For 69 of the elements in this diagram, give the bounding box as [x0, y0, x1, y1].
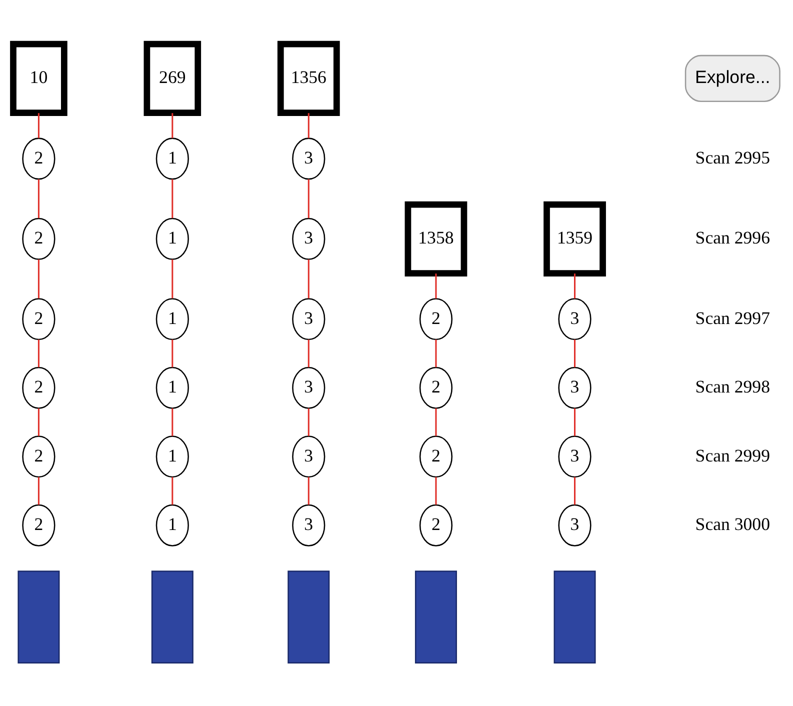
connector	[308, 476, 310, 504]
node-ellipse: 3	[558, 366, 592, 408]
node-ellipse: 2	[419, 504, 453, 546]
connector	[38, 112, 40, 138]
node-ellipse: 3	[292, 298, 326, 340]
node-bar	[414, 570, 457, 664]
label: Scan 3000	[695, 514, 770, 534]
node-ellipse: 1	[156, 435, 189, 478]
node-bar	[18, 570, 60, 664]
node-ellipse: 2	[419, 298, 453, 340]
node-ellipse: 3	[558, 504, 592, 546]
connector	[435, 339, 437, 367]
label: Scan 2998	[695, 376, 770, 396]
connector	[308, 339, 310, 367]
node-ellipse: 2	[22, 298, 56, 340]
connector	[38, 476, 40, 504]
node-ellipse: 3	[292, 504, 326, 546]
node-ellipse: 3	[292, 217, 326, 260]
node-ellipse: 3	[558, 298, 592, 340]
node-ellipse: 2	[22, 366, 56, 408]
connector	[172, 408, 174, 436]
connector	[172, 258, 174, 298]
connector	[435, 476, 437, 504]
node-ellipse: 2	[22, 137, 56, 180]
connector	[172, 178, 174, 218]
connector	[38, 258, 40, 298]
label: Scan 2999	[695, 444, 770, 465]
connector	[308, 258, 310, 298]
connector	[308, 112, 310, 138]
node-box: 10	[10, 40, 68, 116]
connector	[574, 273, 576, 298]
node-ellipse: 3	[292, 137, 326, 180]
connector	[308, 408, 310, 436]
node-ellipse: 2	[22, 435, 56, 478]
node-ellipse: 2	[419, 435, 453, 478]
label: Scan 2997	[695, 307, 770, 328]
node-ellipse: 2	[22, 217, 56, 260]
connector	[38, 408, 40, 436]
node-ellipse: 2	[419, 366, 453, 408]
connector	[172, 339, 174, 367]
node-ellipse: 1	[156, 366, 189, 408]
node-bar	[554, 570, 596, 664]
label: Scan 2995	[695, 146, 770, 167]
node-box: 1356	[277, 40, 340, 116]
node-ellipse: 3	[292, 366, 326, 408]
node-ellipse: 1	[156, 504, 189, 546]
connector	[38, 178, 40, 218]
label: Explore...	[695, 66, 770, 87]
label: Scan 2996	[695, 227, 770, 248]
connector	[435, 273, 437, 298]
connector	[308, 178, 310, 218]
connector	[574, 476, 576, 504]
node-box: 269	[144, 40, 202, 116]
connector	[172, 476, 174, 504]
node-ellipse: 3	[292, 435, 326, 478]
connector	[172, 112, 174, 138]
node-bar	[151, 570, 194, 664]
node-ellipse: 3	[558, 435, 592, 478]
connector	[435, 408, 437, 436]
node-box: 1358	[404, 200, 468, 276]
node-ellipse: 1	[156, 298, 189, 340]
node-bar	[288, 570, 330, 664]
connector	[574, 339, 576, 367]
node-ellipse: 1	[156, 137, 189, 180]
node-ellipse: 2	[22, 504, 56, 546]
connector	[38, 339, 40, 367]
node-ellipse: 1	[156, 217, 189, 260]
node-box: 1359	[544, 200, 606, 276]
connector	[574, 408, 576, 436]
